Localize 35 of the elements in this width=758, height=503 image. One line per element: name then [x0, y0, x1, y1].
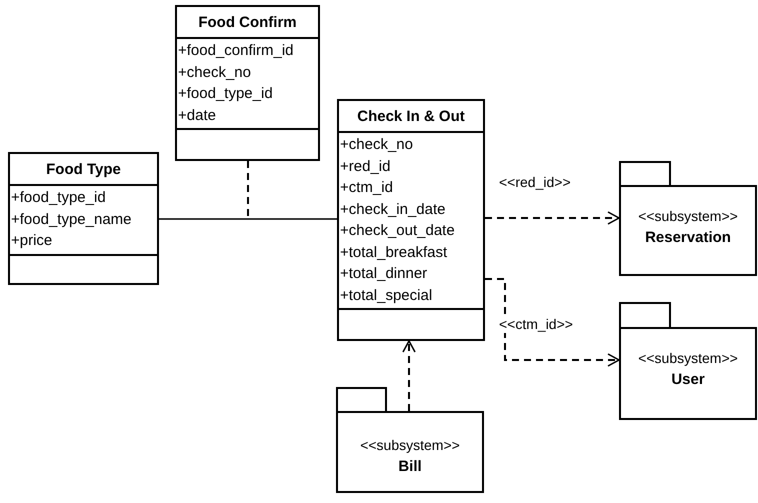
stereotype: <<subsystem>>: [360, 436, 460, 455]
attribute: +total_special: [339, 286, 432, 306]
class-name: Food Confirm: [177, 7, 318, 39]
connector-line: [159, 218, 337, 220]
class-name: Check In & Out: [339, 101, 483, 133]
attribute: +total_dinner: [339, 264, 428, 284]
attribute: +red_id: [339, 156, 390, 176]
attribute: +check_no: [339, 135, 413, 155]
package-shape: [619, 161, 757, 276]
class-name: Food Type: [10, 154, 157, 186]
attribute: +check_out_date: [339, 221, 455, 241]
attribute: +total_breakfast: [339, 242, 448, 262]
attribute: +price: [10, 231, 52, 251]
dependency-arrow: [485, 278, 620, 367]
class-box: [175, 5, 320, 161]
attribute: +check_in_date: [339, 200, 446, 220]
package-name: Reservation: [645, 228, 731, 248]
package-name: User: [671, 370, 705, 390]
attribute: +date: [177, 106, 216, 126]
attribute: +food_confirm_id: [177, 41, 294, 61]
package-shape: [336, 387, 484, 493]
package-shape: [619, 302, 757, 420]
attribute: +food_type_id: [10, 188, 106, 208]
attribute: +check_no: [177, 62, 251, 82]
connector-line: [247, 161, 249, 219]
stereotype: <<subsystem>>: [638, 349, 738, 368]
attribute: +food_type_name: [10, 210, 132, 230]
class-box: [337, 99, 485, 341]
stereotype: <<subsystem>>: [638, 207, 738, 226]
class-box: [8, 152, 159, 285]
attribute: +food_type_id: [177, 84, 273, 104]
attribute: +ctm_id: [339, 178, 393, 198]
dependency-arrow: [402, 340, 416, 411]
dependency-arrow: [485, 211, 620, 225]
package-name: Bill: [398, 457, 422, 477]
